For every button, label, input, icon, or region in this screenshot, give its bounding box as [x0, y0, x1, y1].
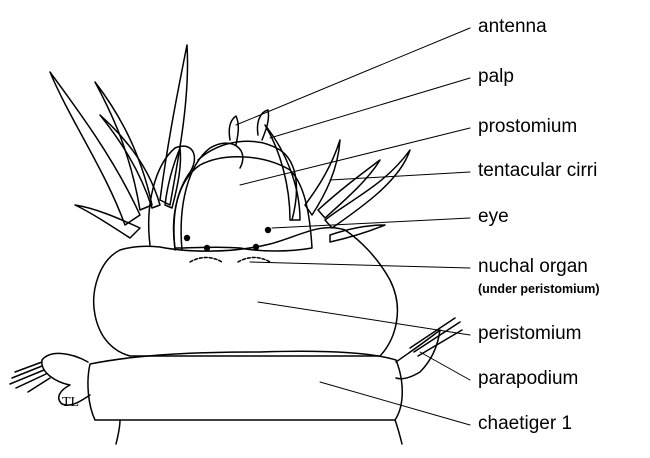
left-tentacular-cirri [49, 44, 189, 239]
label-eye: eye [478, 206, 509, 227]
prostomium-outline [172, 156, 313, 252]
label-palp: palp [478, 66, 514, 87]
nuchal-organ-left [189, 256, 223, 263]
label-antenna: antenna [478, 16, 547, 37]
eye-right [264, 226, 272, 234]
peristomium-outline [93, 226, 399, 357]
label-prostomium: prostomium [478, 116, 578, 137]
nuchal-organ-right [237, 256, 271, 263]
label-nuchal-organ-note: (under peristomium) [478, 282, 600, 296]
right-tentacular-cirri [264, 124, 411, 243]
label-parapodium: parapodium [478, 368, 579, 389]
label-peristomium: peristomium [478, 323, 582, 344]
leader-lines [235, 27, 471, 426]
artist-signature: TL [62, 395, 79, 410]
chaetiger-1-lower-edge [115, 419, 121, 445]
right-parapodium [395, 317, 463, 380]
chaetiger-1-outline [87, 350, 403, 421]
eye-lower-right [252, 243, 260, 251]
label-tentacular-cirri: tentacular cirri [478, 160, 598, 181]
eye-left [183, 234, 191, 242]
label-chaetiger-1: chaetiger 1 [478, 413, 573, 434]
eye-lower-left [203, 244, 211, 252]
antennae [228, 109, 270, 146]
left-parapodium [9, 352, 91, 406]
label-nuchal-organ: nuchal organ [478, 256, 588, 277]
